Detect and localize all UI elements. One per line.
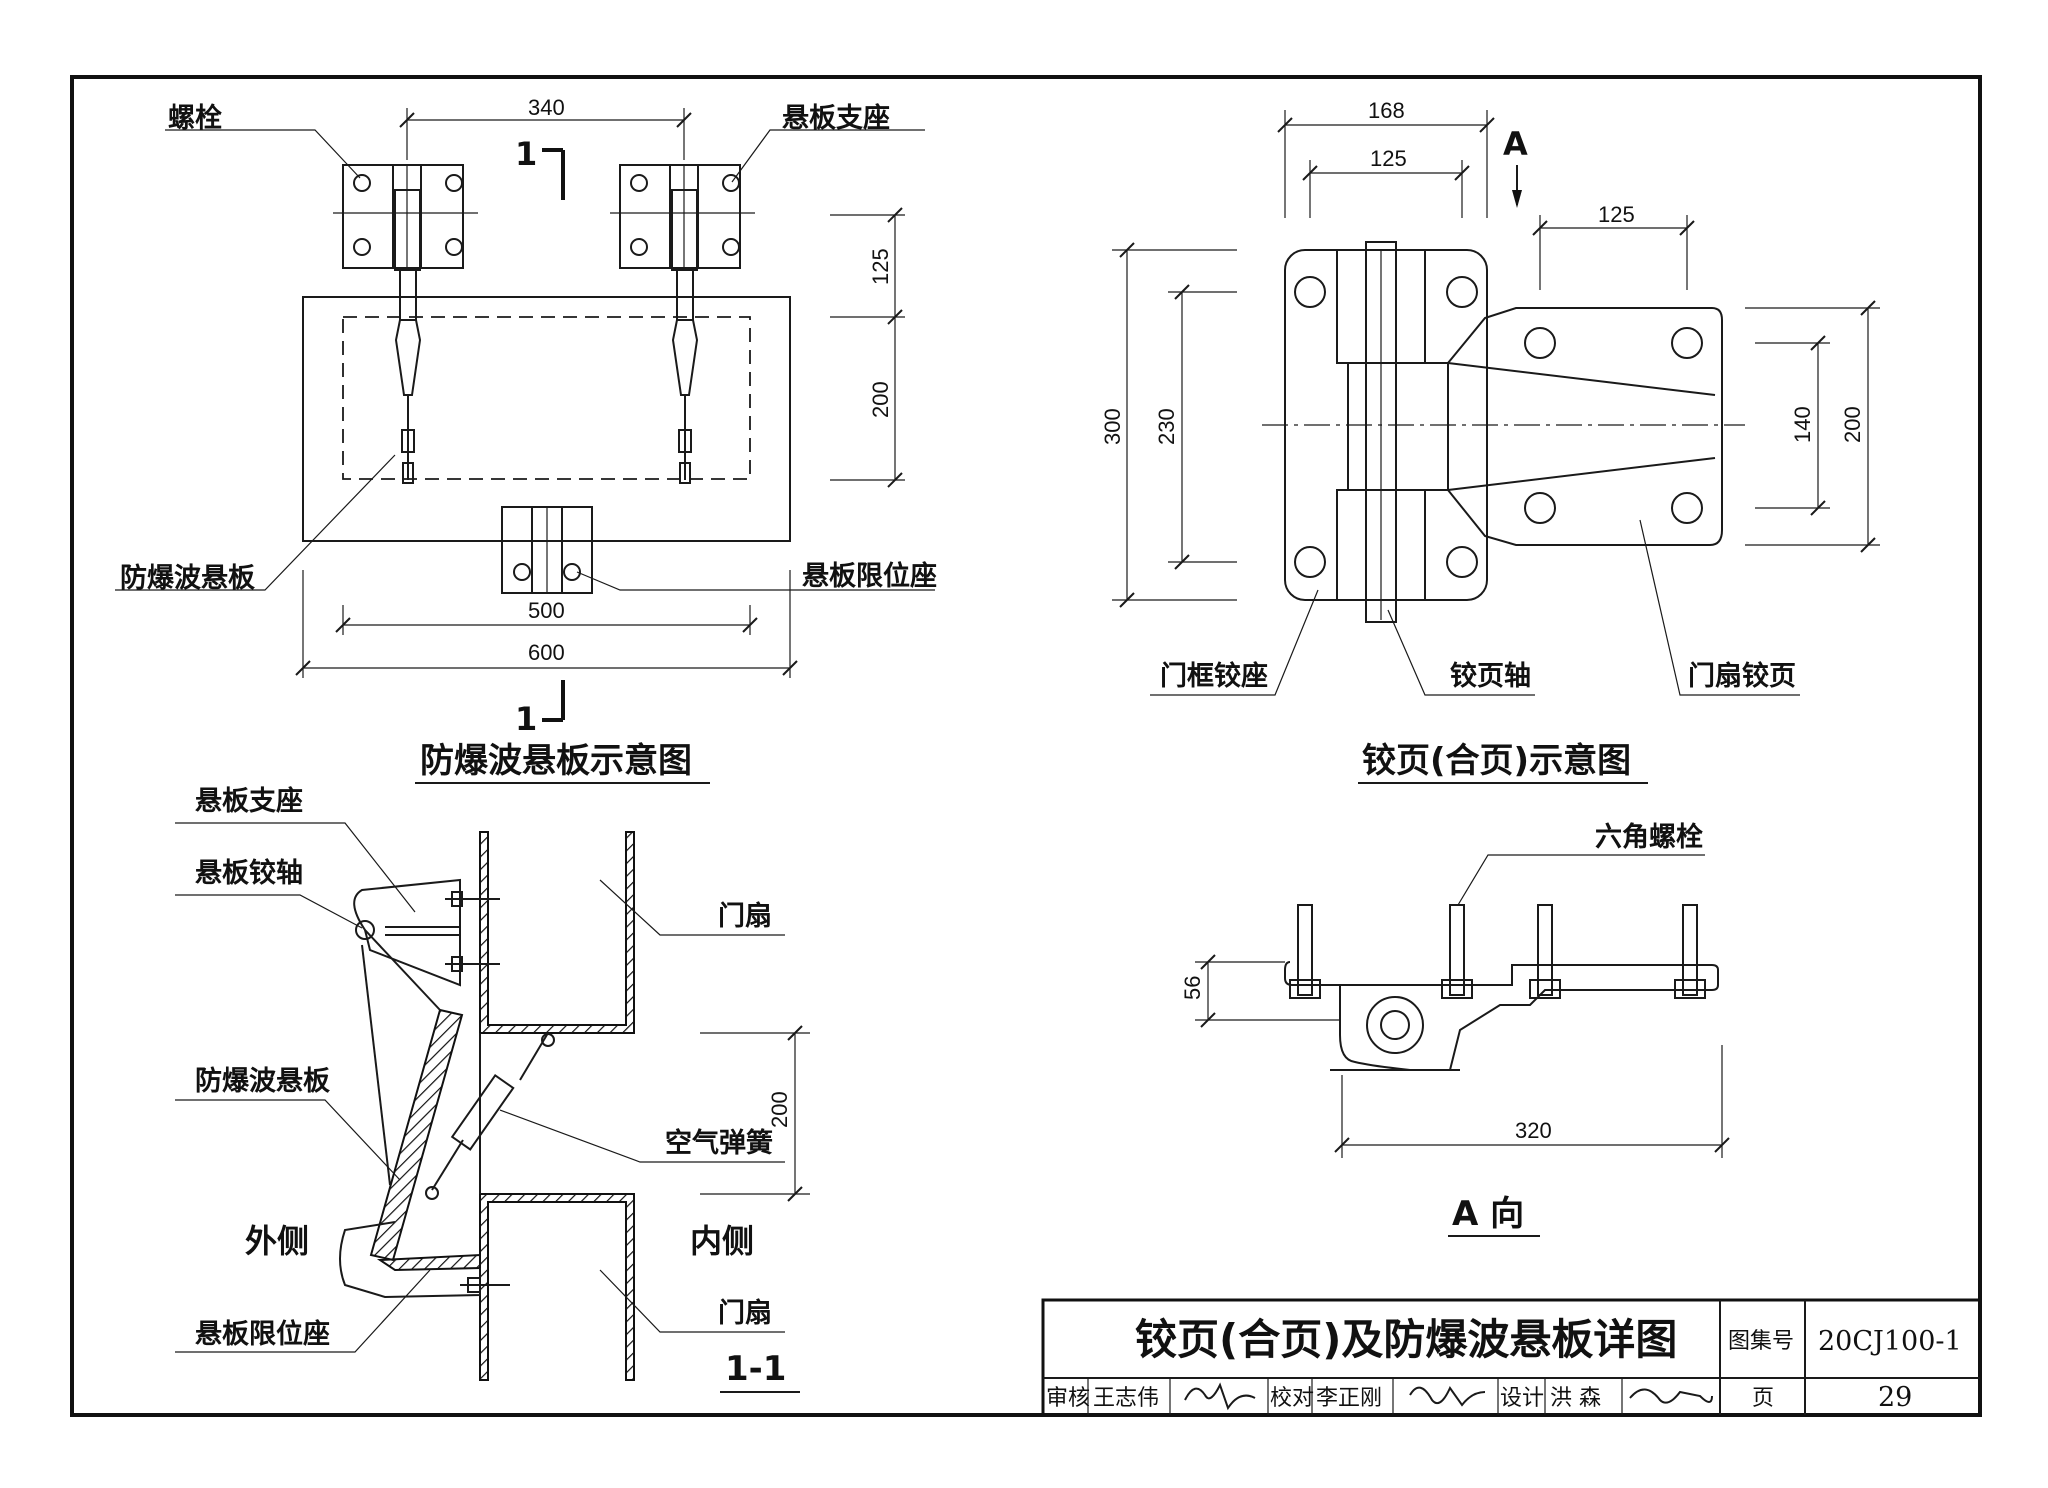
label-door-2: 门扇 [718, 1297, 772, 1329]
dim-340: 340 [528, 95, 565, 120]
review-label: 审核 [1046, 1386, 1090, 1411]
label-sec-support: 悬板支座 [195, 785, 303, 817]
dim-200: 200 [1840, 406, 1865, 443]
dim-600: 600 [528, 640, 565, 665]
reviewer-signature [1184, 1382, 1256, 1411]
title-block-frame [1041, 1298, 1982, 1417]
dim-500: 500 [528, 598, 565, 623]
dim-sec-200: 200 [767, 1091, 792, 1128]
title-view-a: A 向 [1452, 1194, 1524, 1234]
dim-56: 56 [1180, 976, 1205, 1000]
blast-plate-plan [115, 108, 935, 784]
design-label: 设计 [1500, 1386, 1544, 1411]
page-number: 29 [1878, 1382, 1912, 1413]
checker-signature [1409, 1385, 1486, 1407]
title-section: 1-1 [725, 1349, 786, 1389]
label-inside: 内侧 [690, 1222, 754, 1260]
label-door-1: 门扇 [718, 900, 772, 932]
dim-230: 230 [1154, 408, 1179, 445]
section-mark-top: 1 [515, 135, 537, 173]
dim-140: 140 [1790, 406, 1815, 443]
dim-v125: 125 [868, 248, 893, 285]
dim-125a: 125 [1370, 146, 1407, 171]
label-door-leaf-hinge: 门扇铰页 [1688, 660, 1796, 692]
label-hex-bolt: 六角螺栓 [1595, 821, 1703, 853]
reviewer-name: 王志伟 [1093, 1386, 1159, 1411]
label-outside: 外侧 [245, 1222, 309, 1260]
view-mark-a: A [1503, 125, 1528, 163]
dim-168: 168 [1368, 98, 1405, 123]
title-blast-plate: 防爆波悬板示意图 [420, 741, 692, 781]
label-blast-plate: 防爆波悬板 [120, 563, 255, 594]
dim-v200: 200 [868, 381, 893, 418]
support-left [333, 164, 478, 484]
label-hinge-axle: 铰页轴 [1450, 660, 1531, 692]
checker-name: 李正刚 [1316, 1386, 1382, 1411]
section-1-1 [175, 822, 810, 1393]
label-sec-pivot: 悬板铰轴 [195, 857, 303, 889]
limit-seat [501, 506, 593, 594]
hex-bolts [1289, 904, 1706, 999]
sheet-border [70, 75, 1982, 1417]
label-sec-plate: 防爆波悬板 [195, 1066, 330, 1097]
atlas-number: 20CJ100-1 [1818, 1326, 1962, 1357]
label-sec-limit-seat: 悬板限位座 [195, 1318, 330, 1350]
dim-125b: 125 [1598, 202, 1635, 227]
dim-300: 300 [1100, 408, 1125, 445]
atlas-label: 图集号 [1728, 1329, 1794, 1354]
label-air-spring: 空气弹簧 [665, 1127, 773, 1159]
drawing-title: 铰页(合页)及防爆波悬板详图 [1135, 1315, 1677, 1364]
section-mark-bottom: 1 [515, 700, 537, 738]
label-bolt: 螺栓 [168, 103, 222, 134]
support-right [610, 164, 755, 484]
designer-name: 洪 森 [1550, 1386, 1601, 1411]
title-hinge: 铰页(合页)示意图 [1362, 741, 1631, 781]
label-frame-seat: 门框铰座 [1160, 660, 1268, 692]
label-limit-seat: 悬板限位座 [802, 560, 937, 592]
view-a [1195, 854, 1730, 1237]
dim-320: 320 [1515, 1118, 1552, 1143]
page-label: 页 [1752, 1386, 1774, 1411]
hinge-plan [1112, 110, 1880, 784]
designer-signature [1629, 1388, 1713, 1404]
label-plate-support: 悬板支座 [782, 102, 890, 134]
check-label: 校对 [1270, 1386, 1314, 1411]
